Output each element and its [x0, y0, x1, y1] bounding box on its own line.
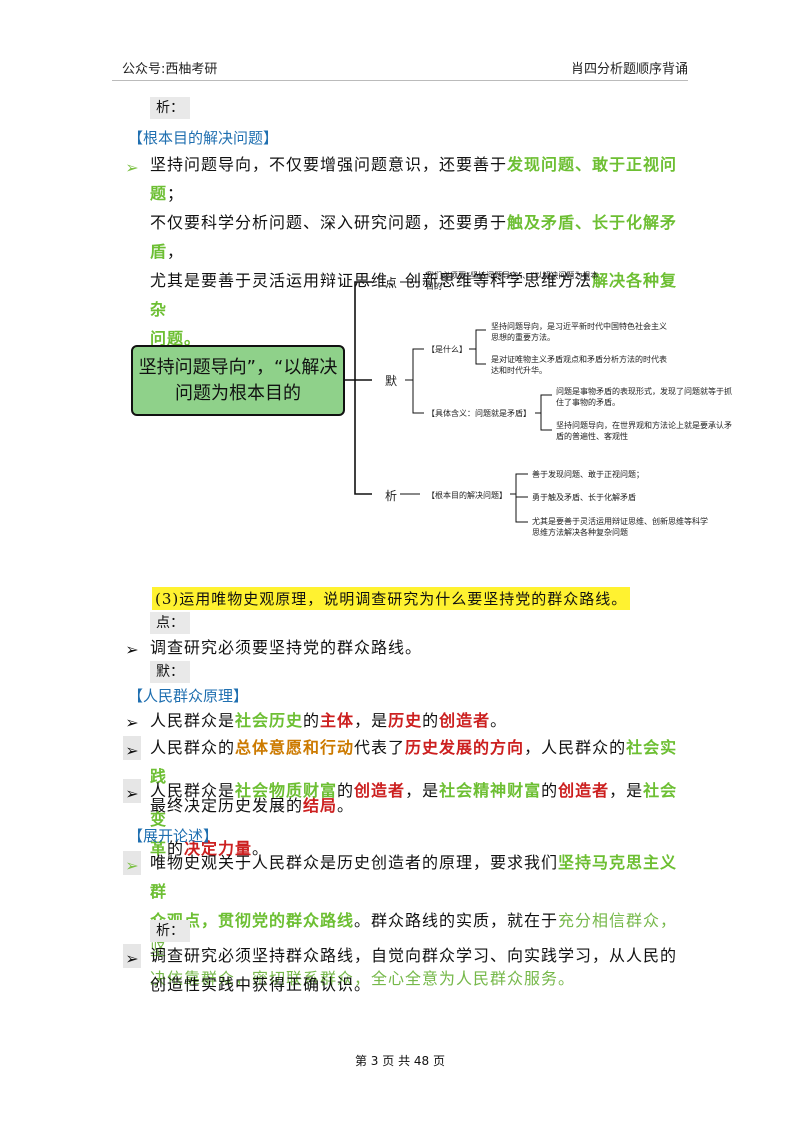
- header-left: 公众号:西柚考研: [122, 62, 218, 77]
- label-xi: 析：: [150, 97, 190, 119]
- mindmap-gb-2: 勇于触及矛盾、长于化解矛盾: [532, 493, 636, 502]
- arrow-bullet-icon: ➢: [123, 779, 141, 803]
- header-divider: [112, 80, 688, 81]
- question-heading: (3)运用唯物史观原理，说明调查研究为什么要坚持党的群众路线。: [152, 587, 631, 610]
- dian-line: ➢ 调查研究必须要坚持党的群众路线。: [123, 633, 683, 662]
- mindmap-genben: 【根本目的解决问题】: [427, 491, 507, 500]
- page-total: 48: [413, 1054, 430, 1068]
- arrow-bullet-icon: ➢: [125, 158, 139, 177]
- section-title: 【根本目的解决问题】: [128, 129, 279, 147]
- paragraph-3: ➢ 人民群众的总体意愿和行动代表了历史发展的方向，人民群众的社会实践 最终决定历…: [123, 733, 683, 820]
- label-xi-2: 析：: [150, 920, 190, 942]
- arrow-bullet-icon: ➢: [125, 713, 139, 732]
- paragraph-4: ➢ 人民群众是社会物质财富的创造者，是社会精神财富的创造者，是社会变 革的决定力…: [123, 776, 683, 863]
- arrow-bullet-icon: ➢: [123, 851, 141, 875]
- mindmap-node-mo: 默: [385, 374, 398, 388]
- page-number: 3: [370, 1054, 379, 1068]
- page-footer: 第 3 页 共 48 页: [354, 1054, 446, 1068]
- mindmap-hanyi-1: 问题是事物矛盾的表现形式，发现了问题就等于抓住了事物的矛盾。: [556, 387, 732, 407]
- label-dian: 点：: [150, 612, 190, 634]
- paragraph-6: ➢ 调查研究必须坚持群众路线，自觉向群众学习、向实践学习，从人民的创造性实践中获…: [123, 941, 683, 999]
- mindmap-center-node: 坚持问题导向”，“以解决问题为根本目的: [131, 345, 345, 416]
- mindmap-dian-text: 我们必须要“坚持问题导向”、“以解决问题为根本目的”: [426, 271, 599, 291]
- paragraph-5: ➢ 唯物史观关于人民群众是历史创造者的原理，要求我们坚持马克思主义群 众观点，贯…: [123, 848, 683, 993]
- paragraph-1: ➢ 坚持问题导向，不仅要增强问题意识，还要善于发现问题、敢于正视问题； 不仅要科…: [123, 150, 683, 353]
- label-mo: 默：: [150, 661, 190, 683]
- arrow-bullet-icon: ➢: [125, 640, 139, 659]
- mindmap-hanyi: 【具体含义：问题就是矛盾】: [427, 409, 531, 418]
- mindmap-shi-1: 坚持问题导向，是习近平新时代中国特色社会主义思想的重要方法。: [491, 322, 667, 342]
- mindmap-shi-2: 是对证唯物主义矛盾观点和矛盾分析方法的时代表达和时代升华。: [491, 355, 667, 375]
- section-title: 【人民群众原理】: [128, 687, 249, 705]
- mindmap-shi: 【是什么】: [427, 345, 467, 354]
- mindmap-gb-1: 善于发现问题、敢于正视问题；: [532, 470, 644, 479]
- section-title: 【展开论述】: [128, 827, 219, 845]
- arrow-bullet-icon: ➢: [123, 944, 141, 968]
- paragraph-2: ➢ 人民群众是社会历史的主体，是历史的创造者。: [123, 706, 683, 735]
- header-right: 肖四分析题顺序背诵: [570, 62, 688, 77]
- mindmap-hanyi-2: 坚持问题导向，在世界观和方法论上就是要承认矛盾的普遍性、客观性: [556, 421, 732, 441]
- mindmap-gb-3: 尤其是要善于灵活运用辩证思维、创新思维等科学思维方法解决各种复杂问题: [532, 517, 708, 537]
- mindmap-node-xi: 析: [385, 489, 398, 503]
- mindmap-node-dian: 点: [385, 276, 398, 290]
- arrow-bullet-icon: ➢: [123, 736, 141, 760]
